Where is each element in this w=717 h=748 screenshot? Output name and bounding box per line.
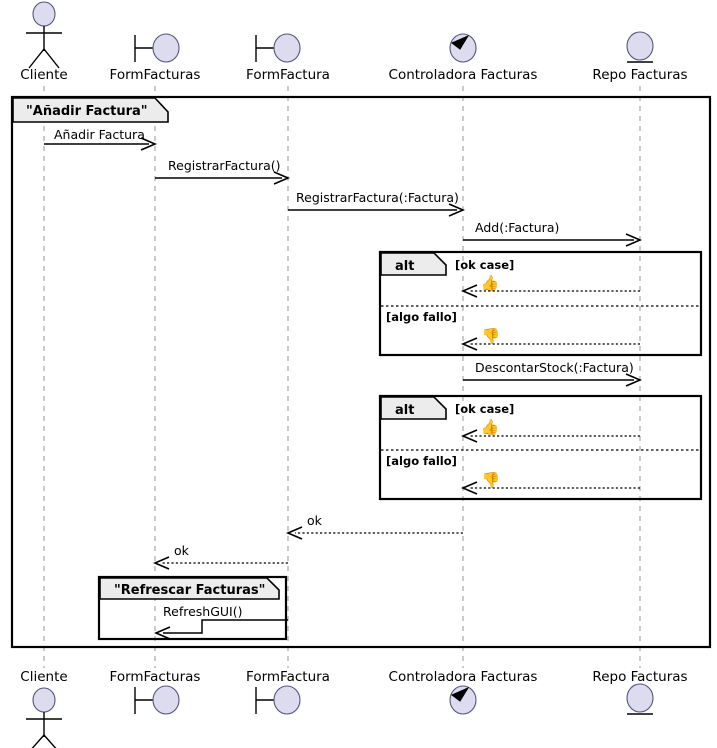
boundary-icon-formfactura-bottom	[255, 685, 301, 715]
actor-stick-figure-icon	[26, 1, 62, 69]
lifeline-label-controladora-bottom: Controladora Facturas	[389, 669, 538, 685]
lifeline-label-controladora-top: Controladora Facturas	[389, 67, 538, 83]
lifeline-label-repo-top: Repo Facturas	[592, 67, 687, 83]
frame-title-refrescar-facturas: "Refrescar Facturas"	[114, 583, 265, 598]
entity-icon-repo	[626, 31, 654, 63]
frame-title-anadir-factura: "Añadir Factura"	[26, 104, 148, 119]
boundary-icon-formfactura	[255, 33, 301, 63]
message-ok-formfactura-formfacturas: ok	[152, 543, 288, 570]
lifeline-label-formfactura-top: FormFactura	[246, 67, 330, 83]
message-descontarstock: DescontarStock(:Factura)	[463, 360, 643, 387]
message-label-anadir-factura: Añadir Factura	[54, 127, 145, 142]
alt-operator-label-2: alt	[395, 403, 414, 418]
alt-operator-label-1: alt	[395, 259, 414, 274]
alt-guard-ok-case-2: [ok case]	[455, 402, 514, 416]
lifeline-label-formfactura-bottom: FormFactura	[246, 669, 330, 685]
message-registrarfactura: RegistrarFactura()	[155, 158, 291, 185]
self-message-label-refreshgui: RefreshGUI()	[163, 604, 242, 619]
control-icon-controladora-bottom	[449, 685, 477, 715]
control-icon-controladora	[449, 33, 477, 63]
message-label-registrarfactura-factura: RegistrarFactura(:Factura)	[296, 190, 459, 205]
alt-guard-ok-case-1: [ok case]	[455, 258, 514, 272]
message-label-ok-1: ok	[307, 513, 323, 528]
boundary-icon-formfacturas-bottom	[134, 685, 180, 715]
lifeline-label-cliente-bottom: Cliente	[20, 669, 67, 685]
message-label-descontarstock: DescontarStock(:Factura)	[475, 360, 634, 375]
alt-fragment-1: alt [ok case] 👍 [algo fallo] 👎	[378, 250, 703, 357]
lifeline-label-formfacturas-bottom: FormFacturas	[110, 669, 201, 685]
message-registrarfactura-factura: RegistrarFactura(:Factura)	[288, 190, 466, 217]
lifelines-group	[43, 86, 641, 668]
alt-fragment-2: alt [ok case] 👍 [algo fallo] 👎	[378, 394, 703, 501]
self-message-refreshgui: RefreshGUI()	[153, 604, 288, 640]
thumbs-up-icon-2: 👍	[481, 418, 500, 436]
lifeline-label-repo-bottom: Repo Facturas	[592, 669, 687, 685]
lifeline-label-formfacturas-top: FormFacturas	[110, 67, 201, 83]
message-add-factura: Add(:Factura)	[463, 220, 643, 247]
entity-icon-repo-bottom	[626, 683, 654, 715]
frame-anadir-factura: "Añadir Factura"	[10, 95, 712, 649]
message-label-add-factura: Add(:Factura)	[475, 220, 559, 235]
thumbs-down-icon-1: 👎	[482, 327, 501, 345]
thumbs-down-icon-2: 👎	[482, 471, 501, 489]
boundary-icon-formfacturas	[134, 33, 180, 63]
actor-stick-figure-icon-bottom	[26, 687, 62, 748]
message-anadir-factura: Añadir Factura	[44, 127, 158, 151]
message-label-ok-2: ok	[174, 543, 190, 558]
message-ok-controladora-formfactura: ok	[285, 513, 463, 540]
lifeline-label-cliente-top: Cliente	[20, 67, 67, 83]
message-label-registrarfactura: RegistrarFactura()	[168, 158, 281, 173]
frame-refrescar-facturas: "Refrescar Facturas"	[97, 575, 288, 641]
thumbs-up-icon-1: 👍	[481, 274, 500, 292]
alt-guard-algo-fallo-1: [algo fallo]	[386, 310, 457, 324]
alt-guard-algo-fallo-2: [algo fallo]	[386, 454, 457, 468]
